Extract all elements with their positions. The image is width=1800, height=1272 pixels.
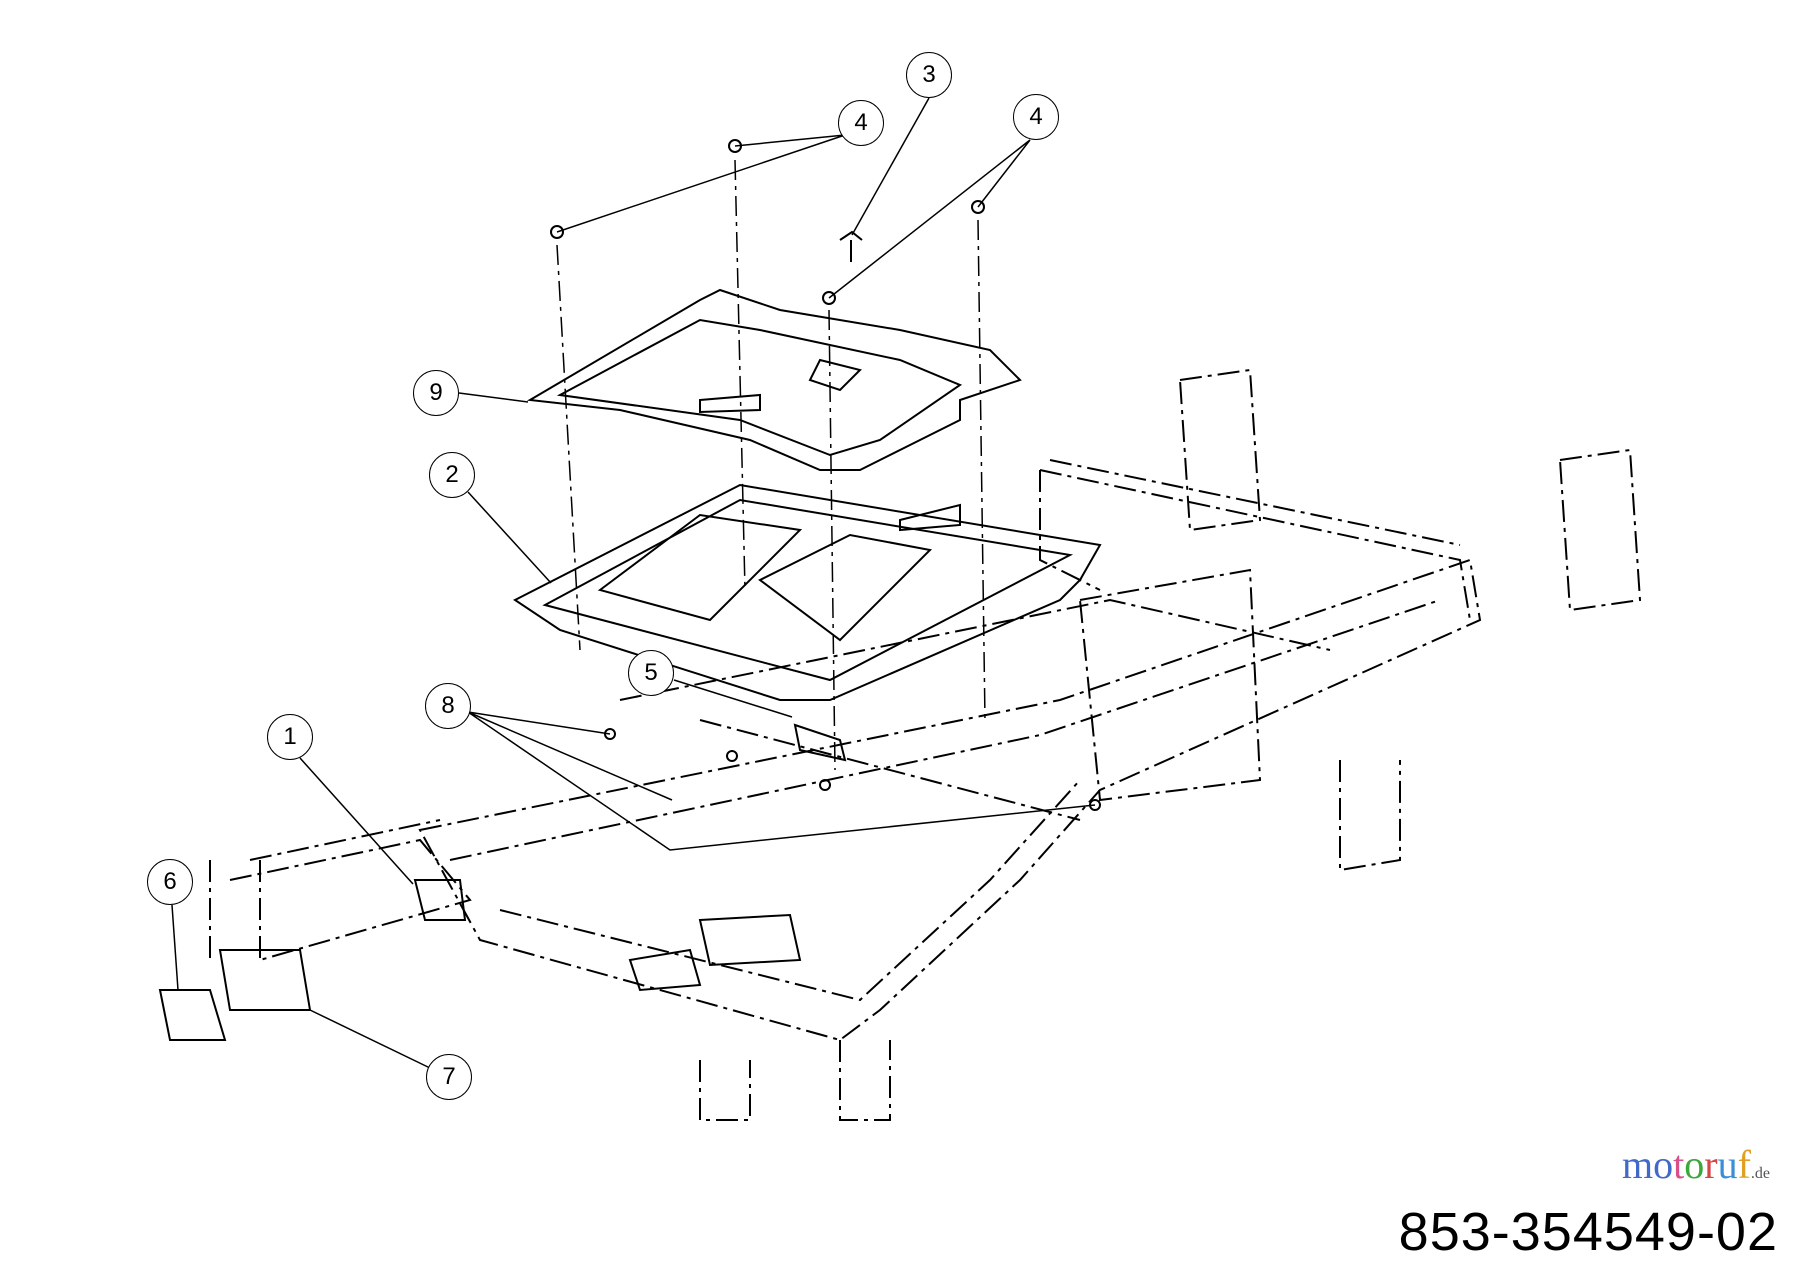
callout-8: 8: [425, 683, 471, 729]
callout-7: 7: [426, 1054, 472, 1100]
callout-4b: 4: [1013, 94, 1059, 140]
callout-1: 1: [267, 714, 313, 760]
callout-4a: 4: [838, 100, 884, 146]
callout-6: 6: [147, 859, 193, 905]
callout-3: 3: [906, 52, 952, 98]
callout-9: 9: [413, 370, 459, 416]
assembly-lines: [556, 159, 986, 771]
seat-pan-part-2: [513, 483, 1102, 701]
hardware: [158, 139, 1101, 1041]
leader-lines: [171, 97, 1096, 1069]
callout-5: 5: [628, 650, 674, 696]
mower-frame: [209, 368, 1642, 1121]
seat-plate-part-9: [526, 288, 1022, 471]
part-number: 853-354549-02: [1398, 1202, 1778, 1262]
callout-2: 2: [429, 452, 475, 498]
watermark-logo: motoruf.de: [1621, 1142, 1770, 1187]
